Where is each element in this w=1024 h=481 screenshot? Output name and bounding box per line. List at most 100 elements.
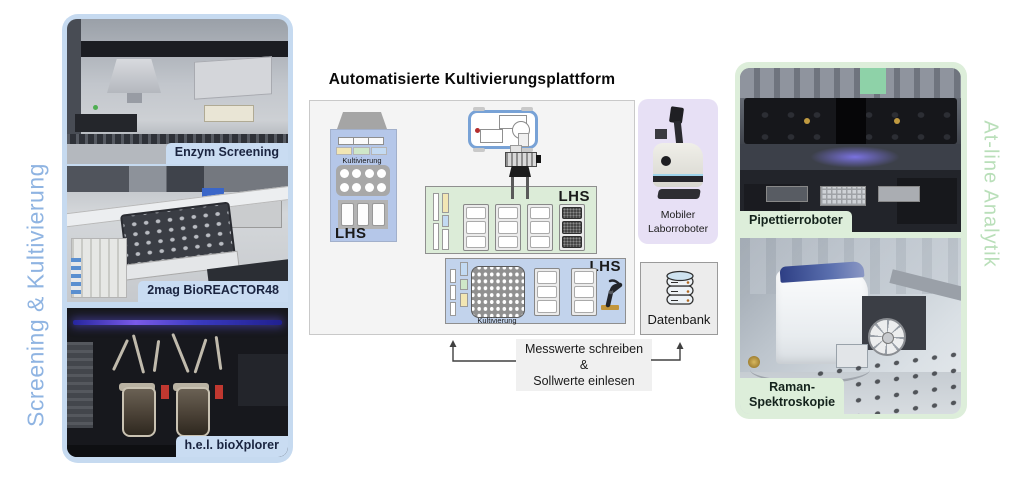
clamp-red [161, 385, 169, 399]
right-section-vertical-label: At-line Analytik [979, 120, 1002, 268]
mobile-lab-robot-label-line1: Mobiler [660, 209, 696, 221]
photo-pipettierroboter: Pipettierroboter [740, 68, 961, 232]
photo-mobile-lab-robot [646, 105, 710, 205]
robot-gripper-clamp [509, 166, 531, 177]
plate-rack [463, 204, 489, 251]
raman-caption-line2: Spektroskopie [749, 395, 836, 410]
machine-backdrop [67, 166, 288, 192]
sample-strip [71, 258, 81, 294]
microplate [878, 186, 920, 202]
left-section-vertical-label: Screening & Kultivierung [22, 163, 49, 427]
machine-backdrop [740, 68, 961, 98]
tubing [214, 335, 223, 371]
robot-bumper [473, 107, 485, 111]
photo-caption-raman-spektroskopie: Raman-Spektroskopie [740, 377, 845, 414]
photo-raman-spektroskopie: Raman-Spektroskopie [740, 238, 961, 414]
gripper-prong-left [511, 177, 514, 199]
robot-arm-shoulder [518, 133, 529, 147]
io-note-line1: Messwerte schreiben [524, 341, 644, 356]
robot-base-strip [653, 174, 703, 182]
photo-caption-2mag-bioreactor48: 2mag BioREACTOR48 [138, 281, 288, 302]
io-note: Messwerte schreiben & Sollwerte einlesen [516, 339, 652, 391]
tubing [111, 338, 130, 372]
blue-zone-lhs-label: LHS [589, 258, 621, 275]
gold-fitting [894, 118, 900, 124]
plate-rack [495, 204, 521, 251]
database-icon [666, 270, 694, 305]
incubator-hood [337, 112, 387, 129]
machine-side-panel [67, 342, 93, 428]
plate-rack-dark [559, 204, 585, 251]
robot-bumper [521, 107, 533, 111]
status-led [93, 105, 98, 110]
robot-porthole [661, 156, 671, 166]
photo-caption-enzym-screening: Enzym Screening [165, 143, 288, 164]
gripper-prong-right [526, 177, 529, 199]
photo-enzym-screening: Enzym Screening [67, 19, 288, 164]
machine-housing [194, 56, 272, 100]
green-zone-lhs-label: LHS [558, 188, 590, 205]
incubator-color-bar [336, 147, 387, 155]
mobile-lab-robot-card: Mobiler Laborroboter [638, 99, 718, 244]
database-card: Datenbank [640, 262, 718, 335]
incubator-unit: Kultivierung LHS [330, 129, 397, 242]
mobile-robot-top-view [468, 107, 538, 152]
lane-strip [450, 269, 456, 316]
valve-carousel [868, 318, 906, 356]
robot-shadow [657, 189, 701, 199]
robot-camera [655, 129, 667, 139]
tubing [171, 332, 190, 374]
raman-caption-line1: Raman- [769, 379, 815, 394]
robot-body [653, 143, 703, 187]
tubing [131, 334, 146, 374]
uv-glow [810, 146, 900, 168]
robot-gripper-knob [536, 155, 541, 163]
gold-fitting [804, 118, 810, 124]
io-note-line2: & [579, 357, 589, 372]
incubator-status-bar [338, 137, 384, 145]
carousel-hub [882, 332, 894, 344]
photo-caption-pipettierroboter: Pipettierroboter [740, 211, 852, 232]
reactor-vessel [122, 387, 156, 437]
plate-rack [571, 268, 597, 316]
robot-bumper [521, 148, 533, 152]
led-strip [73, 320, 282, 325]
deck-module [75, 114, 137, 132]
screening-kultivierung-panel: Enzym Screening 2mag BioREACTOR48 [62, 14, 293, 463]
io-note-line3: Sollwerte einlesen [533, 374, 635, 389]
incubator-kultivierung-label: Kultivierung [342, 156, 382, 165]
clamp-red [215, 385, 223, 399]
pipetting-head [107, 59, 161, 93]
diagram-title: Automatisierte Kultivierungsplattform [328, 71, 616, 88]
incubator-well-block [336, 165, 390, 196]
wall-accent [860, 68, 886, 94]
plate-rack [534, 268, 560, 316]
pipetting-nozzle [127, 93, 142, 103]
lhs-zone-blue: LHS Kultivierung [445, 258, 626, 325]
deck-rail [67, 134, 288, 144]
lane-strip-colored [442, 193, 449, 250]
tubing [193, 338, 208, 374]
gantry-slot [836, 98, 866, 144]
plate-rack [527, 204, 553, 251]
robot-arm-column [673, 120, 684, 146]
emergency-stop-dot [475, 128, 480, 133]
robot-module [480, 129, 503, 143]
atline-analytik-panel: Pipettierroboter Raman-Spektroskopie [735, 62, 967, 419]
machine-beam [67, 41, 288, 57]
microplate-caption: Kultivierung [477, 316, 517, 325]
machine-housing [238, 354, 288, 406]
incubator-plate-slots [338, 200, 388, 229]
robot-bumper [473, 148, 485, 152]
photo-2mag-bioreactor48: 2mag BioREACTOR48 [67, 166, 288, 302]
incubator-lhs-label: LHS [335, 225, 367, 242]
tubing [152, 339, 161, 373]
platform-box: Kultivierung LHS LHS [309, 100, 635, 335]
database-label: Datenbank [647, 312, 711, 327]
microplate [471, 266, 525, 318]
robot-gripper-icon [505, 152, 537, 167]
microplate [820, 186, 866, 206]
lane-strip-colored [460, 262, 468, 314]
mobile-lab-robot-label: Mobiler Laborroboter [638, 209, 718, 236]
